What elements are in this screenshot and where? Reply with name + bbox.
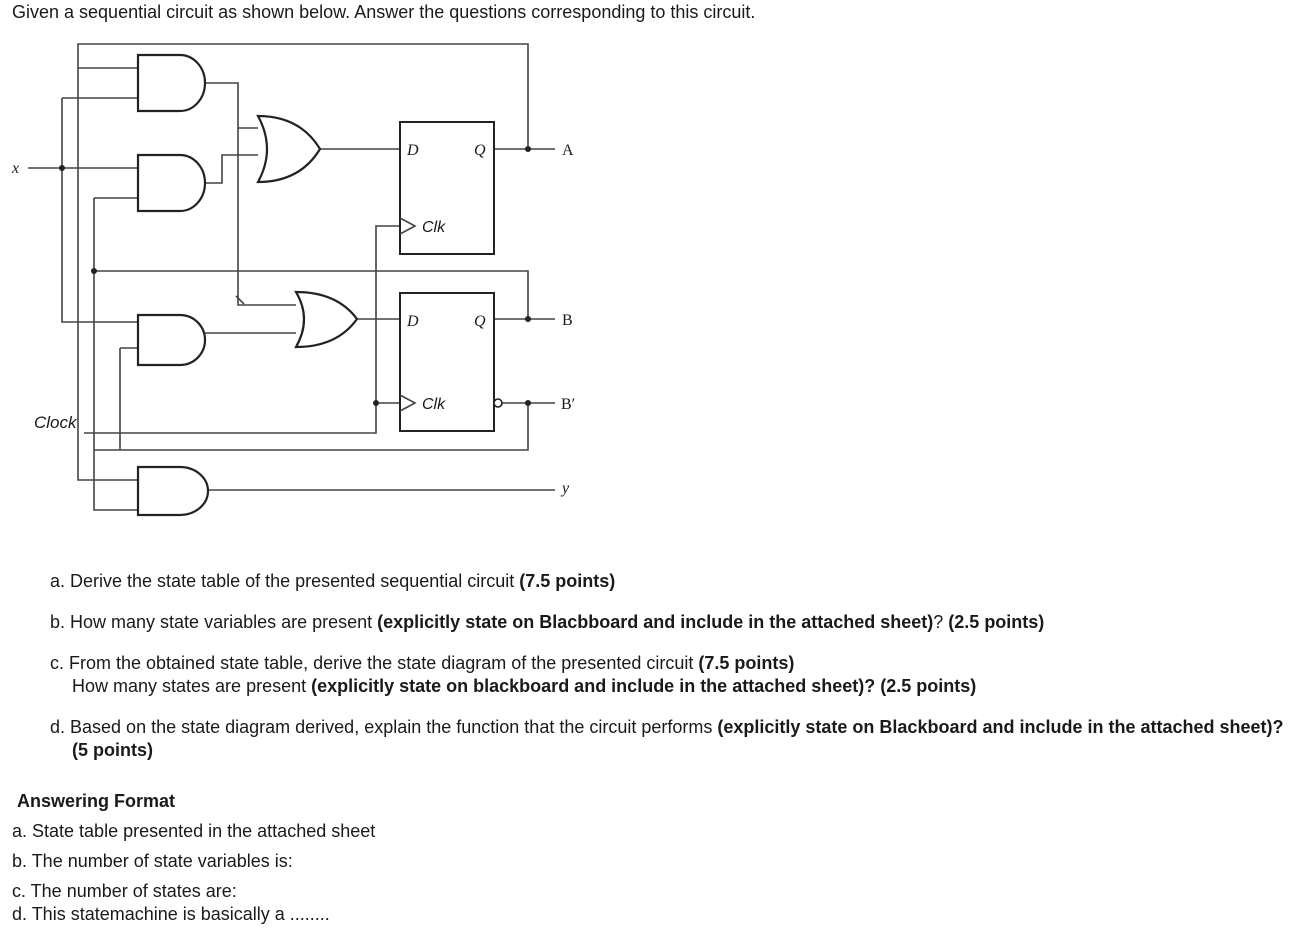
ff-a-clock-triangle [399, 217, 417, 235]
input-x-label: x [11, 160, 19, 177]
ff-b-q-label: Q [474, 313, 486, 330]
intro-text: Given a sequential circuit as shown belo… [12, 2, 756, 22]
ff-a-clk-label: Clk [422, 219, 446, 236]
questions-list: a. Derive the state table of the present… [50, 570, 1285, 780]
and-gate-1 [136, 53, 207, 113]
question-b-tail: ? [933, 612, 949, 632]
or-gate-1 [256, 114, 322, 184]
and-gate-3 [136, 313, 207, 367]
question-b-text: b. How many state variables are present [50, 612, 378, 632]
output-b-label: B [562, 312, 573, 329]
ff-b-qbar-bubble [493, 398, 503, 408]
question-c-line2-text: How many states are present [72, 676, 312, 696]
question-d: d. Based on the state diagram derived, e… [50, 716, 1285, 762]
question-d-instruction: (explicitly state on Blackboard and incl… [72, 717, 1284, 760]
wires [28, 43, 555, 511]
question-b-instruction: (explicitly state on Blacbboard and incl… [377, 612, 934, 632]
output-a-label: A [562, 142, 574, 159]
answer-a: a. State table presented in the attached… [12, 821, 376, 841]
question-c-line2: How many states are present (explicitly … [72, 675, 1285, 698]
question-b: b. How many state variables are present … [50, 611, 1285, 634]
d-flip-flop-b [399, 292, 495, 432]
question-a: a. Derive the state table of the present… [50, 570, 1285, 593]
clock-label: Clock [34, 413, 78, 432]
question-b-points: (2.5 points) [948, 612, 1045, 632]
output-b-prime-label: B′ [561, 396, 575, 413]
ff-a-q-label: Q [474, 142, 486, 159]
d-flip-flop-a [399, 121, 495, 255]
ff-b-clock-triangle [399, 394, 417, 412]
answer-c: c. The number of states are: [12, 881, 237, 901]
ff-b-clk-label: Clk [422, 396, 446, 413]
sequential-circuit-diagram: D Q Clk D Q Clk x Clock A B B′ y [11, 43, 575, 517]
question-a-text: a. Derive the state table of the present… [50, 571, 520, 591]
and-gate-4 [136, 465, 210, 517]
answering-format: Answering Format a. State table presente… [12, 790, 375, 933]
question-c-line2-instruction: (explicitly state on blackboard and incl… [311, 676, 977, 696]
ff-b-d-label: D [406, 313, 419, 330]
answer-d: d. This statemachine is basically a ....… [12, 904, 330, 924]
and-gate-2 [136, 153, 207, 213]
question-d-text: d. Based on the state diagram derived, e… [50, 717, 718, 737]
question-a-points: (7.5 points) [519, 571, 616, 591]
answering-format-title: Answering Format [17, 791, 176, 811]
output-y-label: y [560, 480, 570, 497]
or-gate-2 [294, 290, 359, 349]
question-c-points: (7.5 points) [698, 653, 795, 673]
question-c-text: c. From the obtained state table, derive… [50, 653, 699, 673]
ff-a-d-label: D [406, 142, 419, 159]
question-c: c. From the obtained state table, derive… [50, 652, 1285, 698]
junction-dots [59, 146, 531, 406]
answer-b: b. The number of state variables is: [12, 851, 293, 871]
